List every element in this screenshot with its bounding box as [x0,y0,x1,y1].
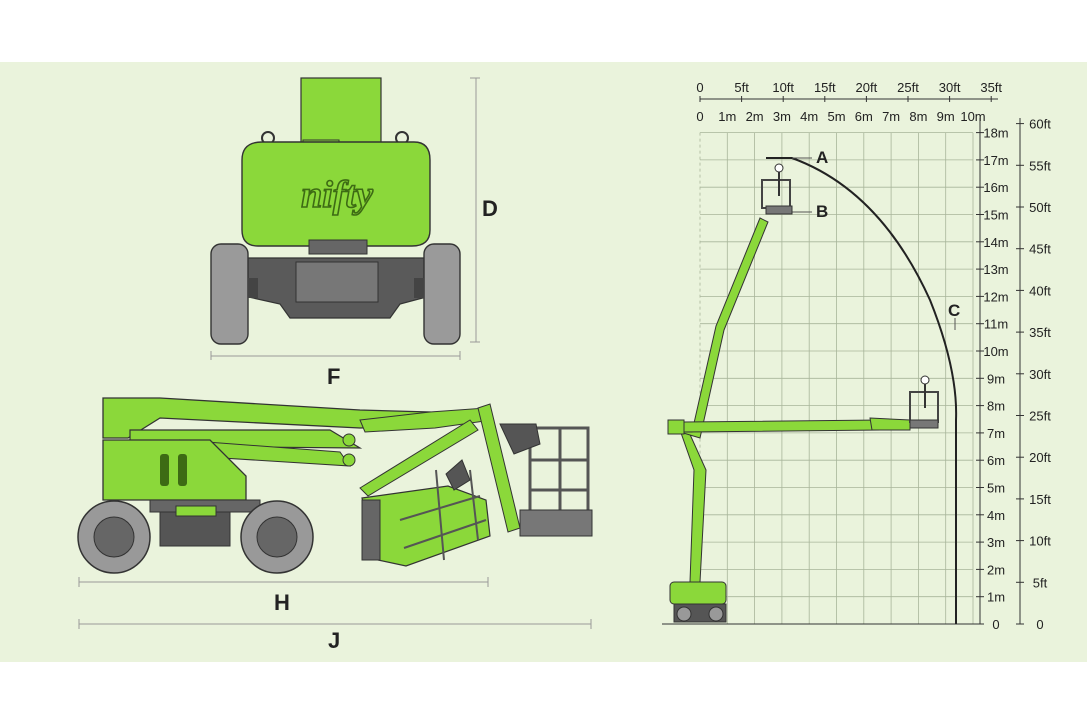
meter-axis-right: 0 1m 2m 3m 4m 5m 6m 7m 8m 9m 10m 11m 12m 13m 14m 15m 16m… [976,126,1009,632]
meter-tick-top: 2m [746,109,764,124]
working-envelope: 0 5ft 10ft 15ft 20ft 25ft 30ft 35ft 0 1m 2m 3m 4m 5m… [662,80,1051,632]
point-label-c: C [948,301,960,320]
feet-tick-top: 10ft [772,80,794,95]
meter-tick-right: 1m [987,590,1005,605]
feet-tick-right: 10ft [1029,534,1051,549]
meter-tick-right: 5m [987,481,1005,496]
feet-tick-right: 30ft [1029,367,1051,382]
point-label-b: B [816,202,828,221]
diagram-background [0,62,1087,662]
meter-axis-top: 0 1m 2m 3m 4m 5m 6m 7m 8m 9m 10m [696,109,985,124]
left-wheel [210,243,249,345]
feet-axis-right: 0 5ft 10ft 15ft 20ft 25ft 30ft 35ft 40ft 45ft 50ft… [1016,117,1051,632]
feet-tick-top: 25ft [897,80,919,95]
meter-tick-top: 8m [909,109,927,124]
meter-tick-right: 2m [987,562,1005,577]
feet-tick-right: 60ft [1029,117,1051,132]
meter-tick-top: 6m [855,109,873,124]
meter-tick-right: 7m [987,426,1005,441]
feet-tick-top: 30ft [939,80,961,95]
feet-tick-top: 0 [696,80,703,95]
meter-tick-right: 4m [987,508,1005,523]
feet-tick-top: 15ft [814,80,836,95]
meter-tick-right: 18m [983,126,1008,141]
feet-tick-right: 45ft [1029,242,1051,257]
meter-tick-top: 10m [960,109,985,124]
meter-tick-top: 7m [882,109,900,124]
meter-tick-right: 15m [983,208,1008,223]
feet-tick-right: 35ft [1029,325,1051,340]
feet-tick-right: 25ft [1029,409,1051,424]
meter-tick-right: 12m [983,289,1008,304]
meter-tick-right: 13m [983,262,1008,277]
meter-tick-right: 17m [983,153,1008,168]
meter-tick-top: 9m [937,109,955,124]
feet-tick-right: 5ft [1033,575,1048,590]
feet-tick-top: 5ft [734,80,749,95]
dimension-label-d: D [482,196,498,221]
meter-tick-right: 8m [987,399,1005,414]
meter-tick-right: 9m [987,371,1005,386]
feet-axis-top: 0 5ft 10ft 15ft 20ft 25ft 30ft 35ft [696,80,1002,102]
side-view: H J [77,397,593,653]
feet-tick-right: 55ft [1029,158,1051,173]
feet-tick-right: 0 [1036,617,1043,632]
feet-tick-right: 20ft [1029,450,1051,465]
meter-tick-top: 5m [827,109,845,124]
meter-tick-right: 0 [992,617,999,632]
meter-tick-top: 1m [718,109,736,124]
meter-tick-right: 10m [983,344,1008,359]
front-view: nifty D F [210,77,498,389]
point-label-a: A [816,148,828,167]
meter-tick-right: 3m [987,535,1005,550]
front-wheel [240,500,314,574]
feet-tick-top: 35ft [980,80,1002,95]
rear-wheel [77,500,151,574]
right-wheel [423,243,461,345]
meter-tick-right: 14m [983,235,1008,250]
meter-tick-top: 0 [696,109,703,124]
meter-tick-top: 4m [800,109,818,124]
dimension-label-j: J [328,628,340,653]
meter-tick-right: 16m [983,180,1008,195]
meter-tick-right: 6m [987,453,1005,468]
feet-tick-right: 50ft [1029,200,1051,215]
meter-tick-top: 3m [773,109,791,124]
feet-tick-right: 40ft [1029,283,1051,298]
dimension-label-f: F [327,364,340,389]
brand-logo: nifty [301,174,373,216]
feet-tick-top: 20ft [856,80,878,95]
reach-envelope-curve [766,157,958,624]
dimension-label-h: H [274,590,290,615]
meter-tick-right: 11m [984,317,1008,332]
feet-tick-right: 15ft [1029,492,1051,507]
